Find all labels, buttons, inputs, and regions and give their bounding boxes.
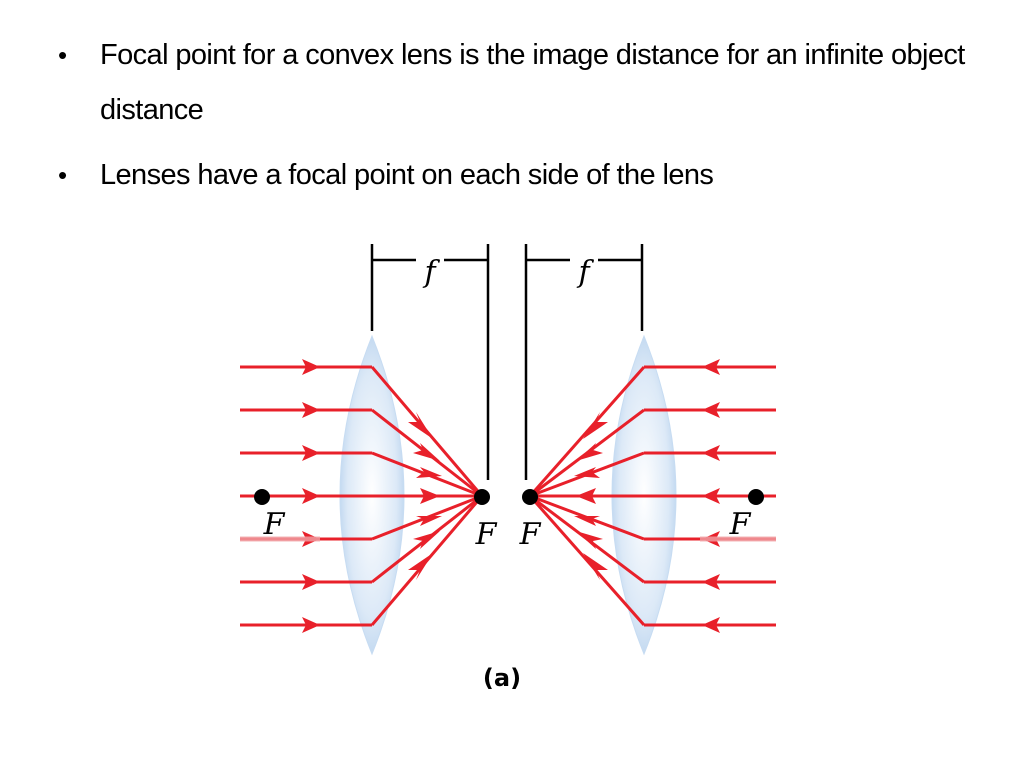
bullet-icon: •	[58, 40, 67, 70]
focal-length-label-right: f	[576, 255, 594, 290]
focal-point-outer-right	[748, 489, 764, 505]
focal-point-outer-left	[254, 489, 270, 505]
focal-length-bracket-right	[524, 244, 644, 480]
lens-diagram-svg: f f F F F F (a)	[240, 244, 776, 692]
focal-length-label-left: f	[422, 255, 440, 290]
focal-length-bracket-left	[370, 244, 490, 480]
right-converging-arrows	[574, 412, 608, 580]
right-incoming-arrows	[702, 359, 720, 633]
focal-point-label-inner-right: F	[519, 517, 542, 552]
bullet-text: Focal point for a convex lens is the ima…	[100, 39, 965, 126]
left-converging-arrows	[408, 412, 442, 580]
bullet-item: • Lenses have a focal point on each side…	[56, 148, 976, 203]
focal-point-label-inner-left: F	[475, 517, 498, 552]
convex-lens-diagram: f f F F F F (a)	[230, 236, 790, 706]
focal-point-inner-left	[474, 489, 490, 505]
figure-caption: (a)	[483, 664, 521, 692]
focal-point-inner-right	[522, 489, 538, 505]
bullet-item: • Focal point for a convex lens is the i…	[56, 28, 976, 138]
focal-point-label-outer-left: F	[263, 507, 286, 542]
focal-point-label-outer-right: F	[729, 507, 752, 542]
bullet-text: Lenses have a focal point on each side o…	[100, 159, 714, 191]
bullet-list: • Focal point for a convex lens is the i…	[56, 28, 976, 213]
bullet-icon: •	[58, 160, 67, 190]
